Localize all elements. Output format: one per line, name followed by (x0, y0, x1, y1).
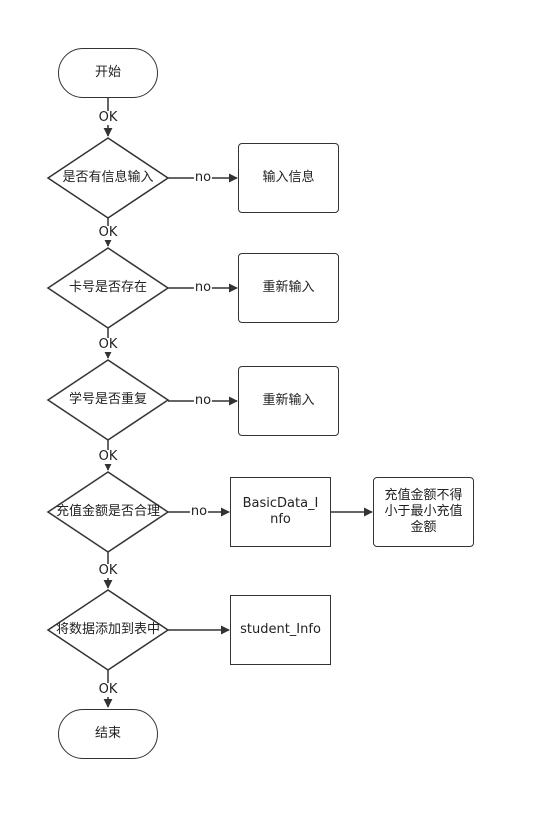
label-ok-1: OK (97, 110, 119, 125)
data-student-info: student_Info (230, 595, 331, 665)
decision-text-3: 学号是否重复 (68, 392, 147, 407)
process-min-amount-warning: 充值金额不得小于最小充值金额 (373, 477, 474, 547)
label-no-1: no (193, 170, 213, 185)
process-reinput-2: 重新输入 (238, 366, 339, 436)
label-no-3: no (193, 393, 213, 408)
label-ok-3: OK (97, 337, 119, 352)
data-basicdata-info: BasicData_Info (230, 477, 331, 547)
decision-text-5: 将数据添加到表中 (56, 622, 161, 637)
label-ok-4: OK (97, 449, 119, 464)
label-no-4: no (189, 504, 209, 519)
label-ok-2: OK (97, 225, 119, 240)
label-ok-6: OK (97, 682, 119, 697)
end-node: 结束 (58, 709, 158, 759)
process-reinput-1: 重新输入 (238, 253, 339, 323)
label-ok-5: OK (97, 563, 119, 578)
label-no-2: no (193, 280, 213, 295)
start-node: 开始 (58, 48, 158, 98)
process-input-info: 输入信息 (238, 143, 339, 213)
decision-text-2: 卡号是否存在 (68, 280, 147, 295)
decision-text-4: 充值金额是否合理 (56, 504, 161, 519)
decision-text-1: 是否有信息输入 (62, 170, 154, 185)
